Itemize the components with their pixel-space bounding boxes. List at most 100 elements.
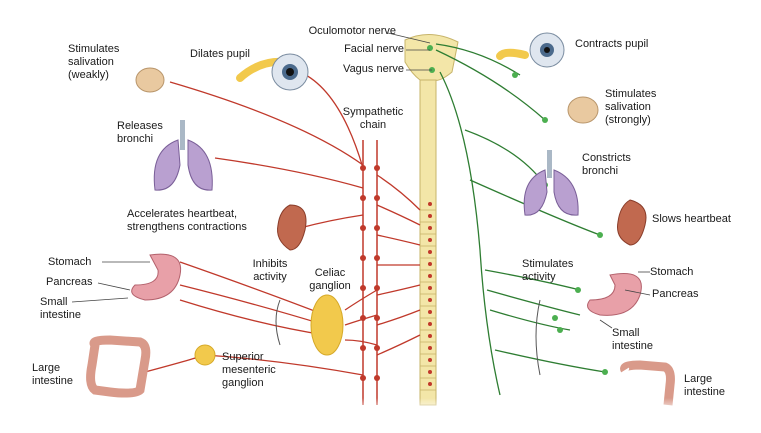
fiber-bronchi	[214, 157, 364, 189]
stomach-left-icon	[131, 253, 182, 301]
stimulates-bracket	[535, 299, 541, 376]
spinal-cord	[419, 79, 437, 406]
spinal-segments	[420, 202, 436, 391]
spinal-nerve-dot	[428, 370, 432, 374]
spinal-nerve-dot	[428, 214, 432, 218]
parasympathetic-ganglia	[427, 45, 608, 375]
fiber-sup-mes	[204, 354, 364, 376]
accelerates-heartbeat-label: Accelerates heartbeat, strengthens contr…	[127, 208, 247, 233]
fiber-smallint-r	[489, 309, 571, 331]
stomach-right-label: Stomach	[650, 266, 694, 278]
fiber-contract-pupil	[435, 43, 521, 76]
sympathetic-ganglion-node	[360, 285, 366, 291]
sympathetic-chain-label: Sympathetic chain	[342, 106, 404, 131]
parasympathetic-ganglion-node	[427, 45, 433, 51]
lungs-left-icon	[153, 120, 213, 191]
vagus-nerve-label: Vagus nerve	[343, 63, 404, 75]
leader-lines	[71, 32, 651, 329]
fiber-stomach-r	[484, 269, 581, 291]
spinal-nerve-dot	[428, 286, 432, 290]
sympathetic-ganglion-node	[360, 375, 366, 381]
salivation-strong-label: Stimulates salivation (strongly)	[605, 88, 657, 126]
large-intestine-left-icon	[86, 335, 151, 398]
spinal-nerve-dot	[428, 262, 432, 266]
small-intestine-right-label: Small intestine	[612, 327, 653, 352]
large-intestine-left-label: Large intestine	[32, 362, 73, 387]
large-intestine-right-label: Large intestine	[684, 373, 725, 398]
stomach-left-label: Stomach	[48, 256, 92, 268]
eye-left-icon	[236, 53, 309, 91]
fiber-vagus-main	[439, 71, 501, 396]
spinal-nerve-dot	[428, 346, 432, 350]
sympathetic-fibers	[144, 71, 421, 376]
sympathetic-ganglion-node	[360, 345, 366, 351]
fiber-pupil	[299, 71, 364, 169]
sympathetic-ganglion-node	[374, 315, 380, 321]
facial-nerve-label: Facial nerve	[344, 43, 404, 55]
sympathetic-ganglion-node	[374, 255, 380, 261]
parasympathetic-ganglion-node	[575, 287, 581, 293]
oculomotor-nerve-label: Oculomotor nerve	[308, 25, 396, 37]
sympathetic-ganglion-node	[374, 345, 380, 351]
spinal-nerve-dot	[428, 298, 432, 302]
sympathetic-ganglion-node	[374, 375, 380, 381]
spinal-nerve-dot	[428, 334, 432, 338]
fiber-pancreas-r	[486, 289, 581, 316]
constricts-bronchi-label: Constricts bronchi	[582, 152, 631, 177]
sympathetic-ganglion-node	[374, 165, 380, 171]
bottom-fade	[0, 398, 761, 433]
salivary-gland-right-icon	[567, 96, 599, 124]
heart-left-icon	[277, 204, 307, 251]
spinal-nerve-dot	[428, 250, 432, 254]
fiber-saliv-strong	[435, 49, 546, 121]
spinal-nerve-dot	[428, 274, 432, 278]
spinal-nerve-dot	[428, 226, 432, 230]
parasympathetic-ganglion-node	[597, 232, 603, 238]
fiber-salivation	[169, 81, 364, 166]
releases-bronchi-label: Releases bronchi	[117, 120, 163, 145]
small-intestine-left-label: Small intestine	[40, 296, 81, 321]
heart-right-icon	[617, 199, 647, 246]
slows-heartbeat-label: Slows heartbeat	[652, 213, 731, 225]
stimulates-activity-label: Stimulates activity	[522, 258, 574, 283]
celiac-ganglion-label: Celiac ganglion	[309, 267, 351, 292]
parasympathetic-fibers	[435, 43, 606, 396]
spinal-nerve-dot	[428, 310, 432, 314]
sympathetic-ganglion-node	[360, 195, 366, 201]
sympathetic-ganglion-node	[374, 195, 380, 201]
sympathetic-ganglion-node	[360, 255, 366, 261]
lungs-right-icon	[523, 150, 579, 216]
pancreas-right-label: Pancreas	[652, 288, 699, 300]
parasympathetic-ganglion-node	[602, 369, 608, 375]
pancreas-left-label: Pancreas	[46, 276, 93, 288]
superior-mesenteric-label: Superior mesenteric ganglion	[222, 351, 276, 389]
large-intestine-right-icon	[620, 360, 675, 406]
dilates-pupil-label: Dilates pupil	[190, 48, 250, 60]
sympathetic-ganglion-node	[360, 225, 366, 231]
inhibits-bracket	[275, 299, 281, 346]
spinal-nerve-dot	[428, 238, 432, 242]
superior-mesenteric-ganglion	[194, 344, 216, 366]
fiber-largeint-r	[494, 349, 606, 373]
spinal-nerve-dot	[428, 322, 432, 326]
salivary-gland-left-icon	[135, 67, 165, 93]
fiber-small-int	[179, 299, 326, 336]
salivation-weak-label: Stimulates salivation (weakly)	[68, 43, 120, 81]
spinal-nerve-dot	[428, 202, 432, 206]
parasympathetic-ganglion-node	[552, 315, 558, 321]
stomach-right-icon	[587, 273, 642, 316]
parasympathetic-ganglion-node	[557, 327, 563, 333]
sympathetic-ganglion-node	[374, 285, 380, 291]
fiber-heart-r	[469, 179, 601, 236]
fiber-heart	[299, 214, 364, 229]
spinal-nerve-dot	[428, 358, 432, 362]
parasympathetic-ganglion-node	[542, 117, 548, 123]
fiber-stomach	[179, 261, 326, 316]
celiac-ganglion	[310, 294, 344, 356]
sympathetic-ganglion-node	[374, 225, 380, 231]
fiber-pancreas	[179, 284, 326, 326]
inhibits-activity-label: Inhibits activity	[252, 258, 288, 283]
parasympathetic-ganglion-node	[512, 72, 518, 78]
eye-right-icon	[496, 32, 565, 68]
